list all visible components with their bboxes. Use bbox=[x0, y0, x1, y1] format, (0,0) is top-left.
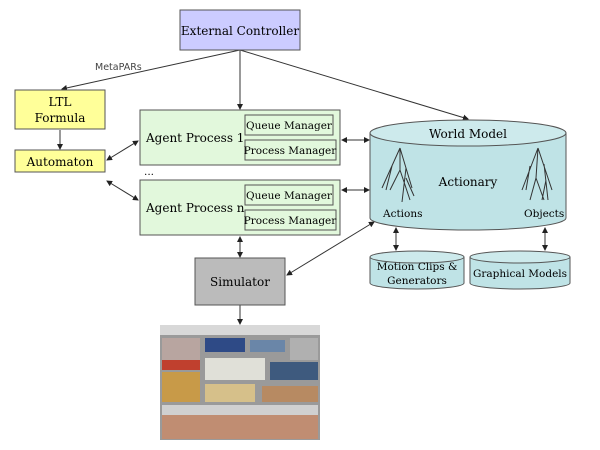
svg-text:World Model: World Model bbox=[429, 127, 507, 141]
queue-manager: Queue Manager bbox=[246, 120, 333, 132]
process-manager: Process Manager bbox=[244, 215, 338, 227]
svg-text:External Controller: External Controller bbox=[181, 24, 299, 38]
svg-text:Graphical Models: Graphical Models bbox=[473, 268, 567, 280]
motion-clips-node: Motion Clips & Generators bbox=[369, 250, 465, 290]
edge-automaton-agentn bbox=[106, 180, 139, 201]
svg-text:Automaton: Automaton bbox=[26, 155, 94, 169]
edge-controller-world bbox=[239, 49, 469, 121]
actions-tree-icon bbox=[381, 147, 415, 203]
svg-text:LTL: LTL bbox=[49, 95, 72, 109]
agent-process-1-node: Agent Process 1 Queue Manager Process Ma… bbox=[139, 109, 341, 166]
agent-process-n-node: Agent Process n Queue Manager Process Ma… bbox=[139, 179, 341, 236]
queue-manager: Queue Manager bbox=[246, 190, 333, 202]
actions-label: Actions bbox=[382, 208, 423, 220]
graphical-models-node: Graphical Models bbox=[469, 250, 571, 290]
automaton-node: Automaton bbox=[14, 149, 106, 173]
edges: MetaPARs bbox=[57, 49, 548, 325]
svg-text:Simulator: Simulator bbox=[210, 275, 270, 289]
objects-label: Objects bbox=[524, 208, 564, 220]
svg-text:Agent Process 1: Agent Process 1 bbox=[145, 131, 244, 145]
ltl-formula-node: LTL Formula bbox=[14, 89, 106, 130]
edge-controller-ltl bbox=[61, 49, 241, 91]
ellipsis: ... bbox=[144, 166, 154, 178]
svg-text:Agent Process n: Agent Process n bbox=[145, 201, 245, 215]
metapars-label: MetaPARs bbox=[95, 62, 142, 73]
svg-text:Formula: Formula bbox=[35, 111, 86, 125]
edge-simulator-world bbox=[286, 221, 375, 276]
objects-tree-icon bbox=[521, 147, 553, 201]
process-manager: Process Manager bbox=[244, 145, 338, 157]
svg-text:Motion Clips &: Motion Clips & bbox=[377, 261, 458, 273]
external-controller-node: External Controller bbox=[179, 9, 301, 51]
simulator-node: Simulator bbox=[194, 257, 286, 306]
simulation-render-image bbox=[160, 325, 320, 440]
world-model-node: World Model Actionary Actions Objects bbox=[369, 119, 567, 231]
svg-text:Generators: Generators bbox=[387, 275, 447, 287]
actionary-label: Actionary bbox=[438, 175, 498, 189]
edge-automaton-agent1 bbox=[106, 140, 139, 161]
